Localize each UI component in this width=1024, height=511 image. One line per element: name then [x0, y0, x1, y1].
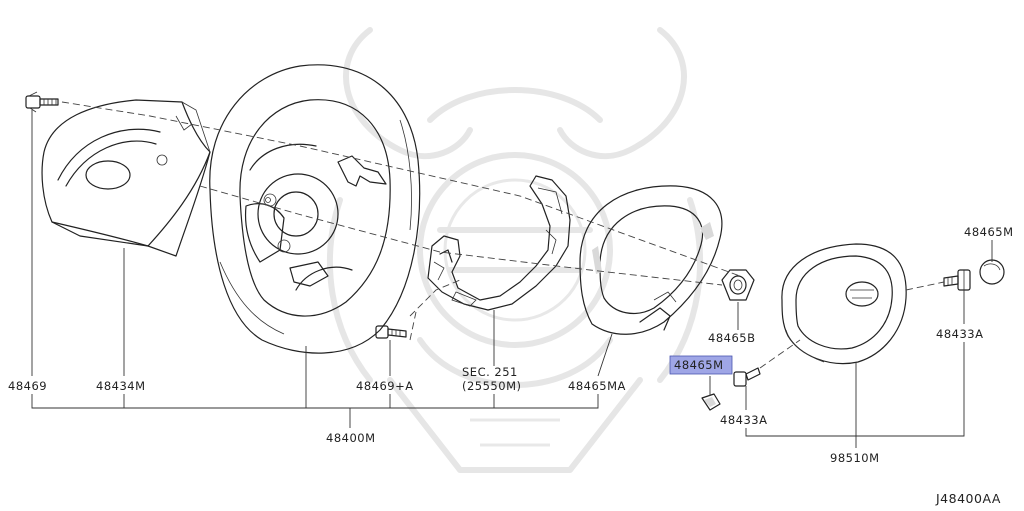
switch-assembly-sec251	[427, 175, 571, 311]
callout-sec251-sub: (25550M)	[462, 379, 521, 393]
column-cover-48434M	[41, 99, 211, 257]
screw-48469A	[375, 325, 407, 339]
callout-48433A-right[interactable]: 48433A	[936, 327, 983, 341]
callout-48465MA[interactable]: 48465MA	[568, 379, 626, 393]
diagram-id: J48400AA	[935, 491, 1001, 506]
callout-98510M[interactable]: 98510M	[830, 451, 880, 465]
finisher-48465MA	[579, 185, 723, 335]
nut-48465B	[721, 269, 755, 301]
callout-48400M[interactable]: 48400M	[326, 431, 376, 445]
steering-wheel-48400M	[209, 64, 421, 354]
leader-lines	[31, 110, 993, 448]
callout-labels: 48469 48434M 48400M 48469+A SEC. 251 (25…	[8, 225, 1014, 465]
watermark-logo	[327, 27, 703, 473]
callout-48465M-top[interactable]: 48465M	[964, 225, 1014, 239]
callout-sec251[interactable]: SEC. 251	[462, 365, 518, 379]
callout-48433A-lower[interactable]: 48433A	[720, 413, 767, 427]
callout-48434M[interactable]: 48434M	[96, 379, 146, 393]
assembly-lines	[61, 101, 945, 369]
airbag-module-98510M	[781, 243, 907, 365]
bolt-48433A-lower	[733, 367, 761, 387]
clip-48465M	[701, 393, 721, 411]
callout-48469[interactable]: 48469	[8, 379, 47, 393]
callout-48465M-highlighted[interactable]: 48465M	[674, 358, 724, 372]
highlight-box	[669, 355, 733, 375]
callout-48469A[interactable]: 48469+A	[356, 379, 414, 393]
bolt-48433A-right	[943, 269, 971, 291]
cap-48465M	[979, 259, 1005, 285]
screw-48469	[25, 91, 59, 113]
callout-48465B[interactable]: 48465B	[708, 331, 755, 345]
